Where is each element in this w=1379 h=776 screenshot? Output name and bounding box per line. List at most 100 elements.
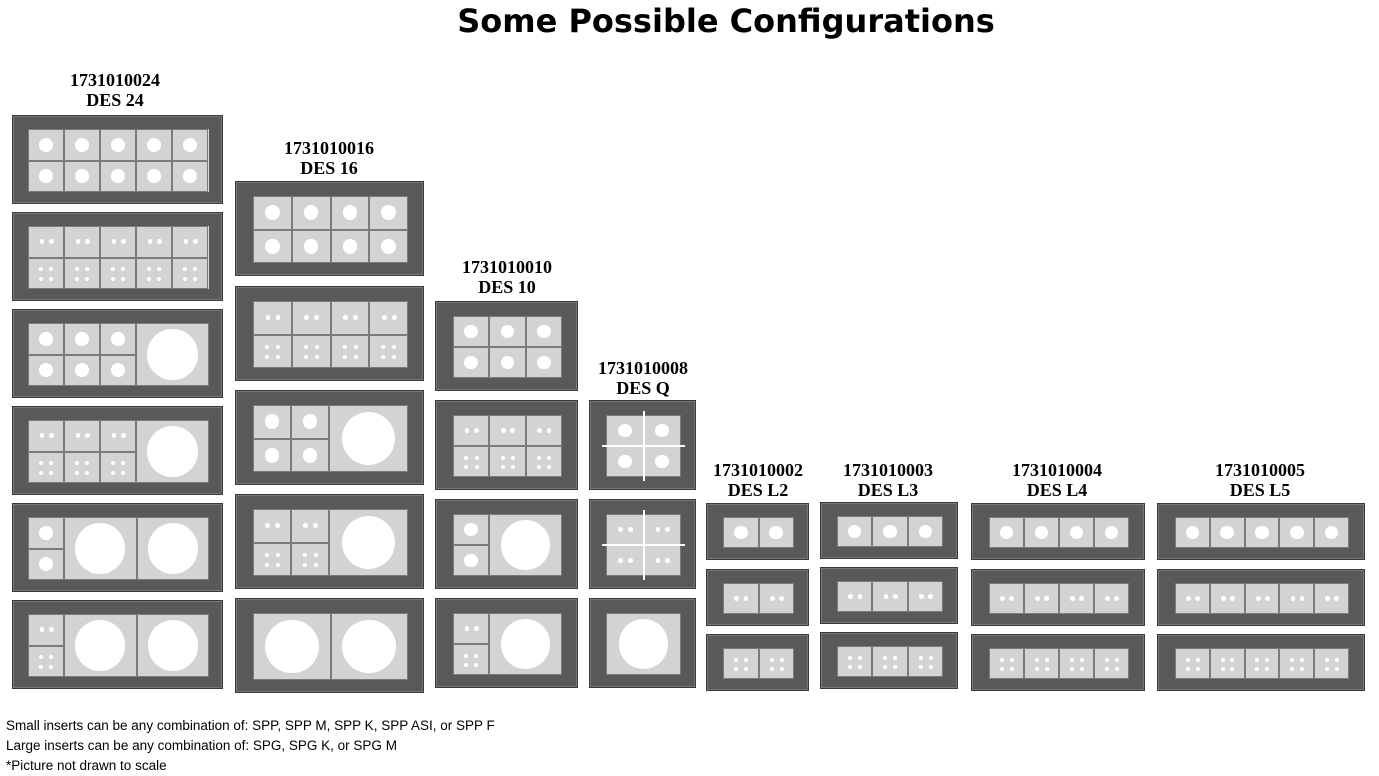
config-label-desq: 1731010008 DES Q [583,358,703,398]
contact [183,276,188,281]
contact [147,329,198,380]
enclosure-frame [235,598,424,693]
contact [617,423,632,438]
contact [39,267,44,272]
enclosure-frame [820,632,958,689]
contact [1044,666,1049,671]
contact [857,664,862,669]
large-insert [253,613,331,680]
part-number: 1731010010 [462,257,552,277]
contact [627,527,633,532]
contact [75,331,89,346]
small-insert [28,257,64,289]
contact [120,433,126,439]
small-insert [489,446,526,477]
contact [1000,596,1005,601]
contact [342,619,397,674]
contact [302,552,307,557]
contact [84,433,90,439]
contact [1334,596,1340,601]
contact [1034,657,1039,662]
contact [1185,666,1190,671]
config-label-desl4: 1731010004 DES L4 [997,460,1117,500]
contact [1255,657,1260,662]
contact [1334,657,1339,662]
contact [547,464,552,469]
contact [474,428,479,433]
contact [918,524,933,539]
contact [1034,666,1039,671]
contact [183,267,188,272]
insert-panel [28,420,209,483]
contact [1290,657,1295,662]
config-name: DES 24 [86,90,144,110]
contact [500,324,515,339]
contact [769,596,775,601]
contact [464,324,478,339]
contact [156,239,162,245]
small-insert [453,446,490,477]
contact [733,525,748,540]
contact [1299,666,1304,671]
contact [193,267,198,272]
contact [353,354,358,359]
contact [120,239,126,245]
small-insert [28,614,64,646]
contact [464,522,478,537]
contact [264,447,280,463]
contact [75,470,80,475]
small-insert [837,581,873,612]
config-name: DES L3 [857,480,919,500]
config-name: DES 16 [300,158,358,178]
config-name: DES Q [616,378,670,398]
contact [1255,666,1260,671]
small-insert [643,514,681,545]
contact [304,315,310,321]
contact [183,239,189,245]
part-number: 1731010002 [713,460,803,480]
contact [744,657,748,662]
contact [1255,525,1269,540]
contact [75,523,126,574]
contact [1265,657,1270,662]
contact [39,276,44,281]
contact [49,664,54,669]
contact [1220,666,1225,671]
contact [617,454,632,469]
insert-panel [1175,648,1349,679]
contact [111,461,116,466]
enclosure-frame [1157,503,1365,560]
contact [1334,666,1339,671]
small-insert [172,257,208,289]
contact [111,331,125,346]
contact [157,267,162,272]
contact [192,239,198,245]
small-insert [253,438,291,472]
contact [85,276,90,281]
small-insert [253,301,292,335]
contact [474,464,479,469]
contact [1299,657,1304,662]
contact [536,464,541,469]
small-insert [100,226,136,258]
contact [49,267,54,272]
contact [341,515,396,570]
contact [48,627,54,633]
small-insert [453,644,489,675]
contact [1229,596,1235,601]
contact [353,344,358,349]
large-insert [136,614,209,677]
small-insert [1175,583,1210,614]
part-number: 1731010005 [1215,460,1305,480]
enclosure-frame [235,494,424,589]
enclosure-frame [12,309,223,398]
contact [75,363,89,378]
small-insert [1279,648,1315,679]
contact [75,620,126,671]
small-insert [989,517,1024,548]
contact [49,461,54,466]
contact [1255,596,1261,601]
enclosure-frame [12,115,223,204]
enclosure-frame [435,598,578,688]
contact [999,657,1004,662]
